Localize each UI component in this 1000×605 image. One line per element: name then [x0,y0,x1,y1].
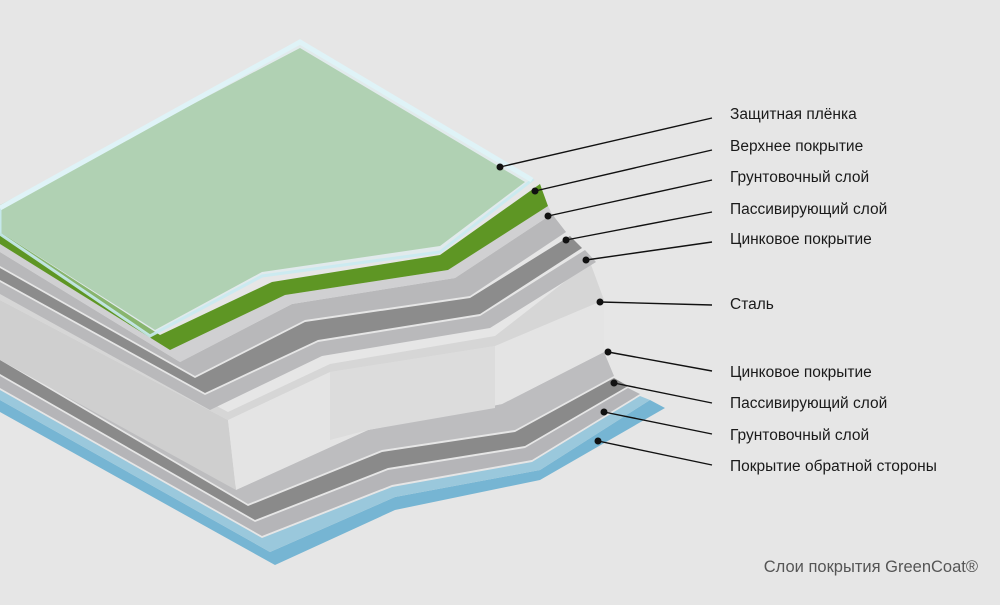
label-primer-top: Грунтовочный слой [730,169,869,186]
callout-dot [596,298,604,306]
back-coat-top [0,390,650,552]
steel-side-shade [330,346,495,440]
bottom-passivation-layer [0,360,628,520]
back-coat-layer [0,400,665,565]
label-top-coat: Верхнее покрытие [730,138,863,155]
label-protective-film: Защитная плёнка [730,106,857,123]
label-steel: Сталь [730,296,774,313]
callout-dot [582,256,590,264]
layer-labels: Защитная плёнка Верхнее покрытие Грунтов… [730,106,937,475]
label-primer-bottom: Грунтовочный слой [730,427,869,444]
top-coat-edge [0,184,548,350]
callout-dot [600,408,608,416]
leader-lines [496,117,713,466]
callout-dot [594,437,602,445]
label-zinc-top: Цинковое покрытие [730,231,872,248]
label-passivation-bottom: Пассивирующий слой [730,395,887,412]
callout-dot [531,187,539,195]
top-coat-face [0,48,525,330]
label-back-coat: Покрытие обратной стороны [730,458,937,475]
callout-dot [610,379,618,387]
protective-film-edge [0,39,534,211]
callout-dot [562,236,570,244]
label-zinc-bottom: Цинковое покрытие [730,364,872,381]
steel-top-face [0,262,604,420]
diagram-caption: Слои покрытия GreenCoat® [763,558,978,576]
callout-dot [544,212,552,220]
callout-dot [496,163,504,171]
upper-zinc-layer [0,250,596,410]
callout-dot [604,348,612,356]
label-passivation-top: Пассивирующий слой [730,201,887,218]
upper-primer-layer [0,214,566,376]
steel-front-face [0,300,236,490]
bottom-primer-layer [0,376,640,536]
upper-passivation-layer [0,236,582,393]
